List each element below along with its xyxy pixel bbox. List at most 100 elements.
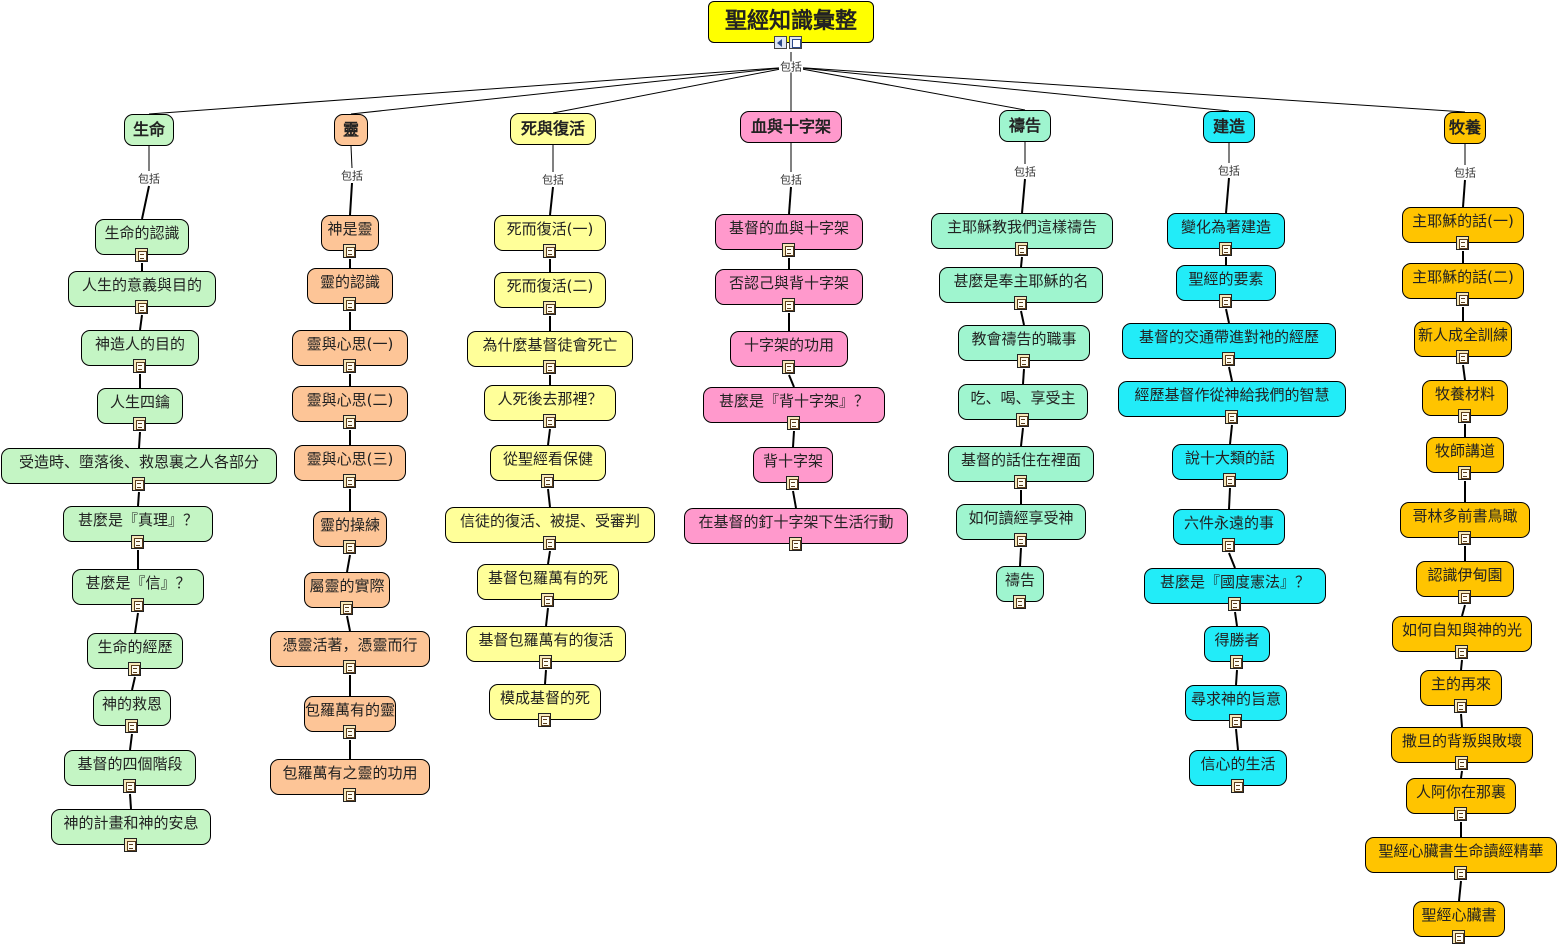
document-icon[interactable] — [782, 360, 795, 374]
category-node[interactable]: 禱告 — [999, 110, 1051, 142]
topic-node[interactable]: 甚麼是『真理』？ — [63, 506, 213, 549]
document-icon[interactable] — [1458, 409, 1471, 423]
topic-node[interactable]: 甚麼是『背十字架』？ — [703, 387, 885, 430]
topic-node[interactable]: 屬靈的實際 — [304, 572, 390, 615]
document-icon[interactable] — [543, 244, 556, 258]
topic-node[interactable]: 經歷基督作從神給我們的智慧 — [1118, 381, 1346, 424]
document-icon[interactable] — [1219, 294, 1232, 308]
document-icon[interactable] — [343, 540, 356, 554]
document-icon[interactable] — [1013, 595, 1026, 609]
topic-node[interactable]: 包羅萬有之靈的功用 — [270, 759, 430, 802]
document-icon[interactable] — [787, 416, 800, 430]
topic-node[interactable]: 主的再來 — [1420, 670, 1502, 713]
document-icon[interactable] — [543, 414, 556, 428]
document-icon[interactable] — [128, 662, 141, 676]
document-icon[interactable] — [131, 535, 144, 549]
topic-node[interactable]: 神的救恩 — [93, 690, 171, 733]
document-icon[interactable] — [1225, 410, 1238, 424]
topic-node[interactable]: 模成基督的死 — [489, 684, 601, 727]
document-icon[interactable] — [343, 244, 356, 258]
topic-node[interactable]: 尋求神的旨意 — [1185, 685, 1287, 728]
topic-node[interactable]: 否認己與背十字架 — [715, 269, 863, 312]
topic-node[interactable]: 背十字架 — [753, 447, 833, 490]
topic-node[interactable]: 牧師講道 — [1426, 437, 1504, 480]
document-icon[interactable] — [1222, 538, 1235, 552]
topic-node[interactable]: 包羅萬有的靈 — [304, 696, 396, 739]
document-icon[interactable] — [343, 474, 356, 488]
document-icon[interactable] — [543, 360, 556, 374]
category-node[interactable]: 靈 — [334, 114, 368, 146]
document-icon[interactable] — [124, 838, 137, 852]
topic-node[interactable]: 六件永遠的事 — [1173, 509, 1285, 552]
topic-node[interactable]: 十字架的功用 — [730, 331, 848, 374]
document-icon[interactable] — [541, 474, 554, 488]
document-icon[interactable] — [135, 300, 148, 314]
topic-node[interactable]: 基督包羅萬有的死 — [477, 564, 619, 607]
topic-node[interactable]: 人生的意義與目的 — [68, 271, 216, 314]
topic-node[interactable]: 為什麼基督徒會死亡 — [467, 331, 633, 374]
topic-node[interactable]: 信徒的復活、被提、受審判 — [445, 507, 655, 550]
document-icon[interactable] — [1452, 930, 1465, 944]
document-icon[interactable] — [1456, 350, 1469, 364]
document-icon[interactable] — [1231, 779, 1244, 793]
topic-node[interactable]: 聖經心臟書生命讀經精華 — [1365, 837, 1557, 880]
topic-node[interactable]: 生命的經歷 — [87, 633, 183, 676]
speaker-icon[interactable] — [774, 36, 787, 49]
topic-node[interactable]: 撒旦的背叛與敗壞 — [1391, 727, 1533, 770]
document-icon[interactable] — [1458, 590, 1471, 604]
category-node[interactable]: 牧養 — [1444, 112, 1486, 144]
document-icon[interactable] — [1458, 531, 1471, 545]
topic-node[interactable]: 靈與心思(二) — [292, 386, 408, 429]
topic-node[interactable]: 主耶穌的話(二) — [1402, 263, 1524, 306]
topic-node[interactable]: 靈的認識 — [307, 268, 393, 311]
document-icon[interactable] — [543, 301, 556, 315]
topic-node[interactable]: 死而復活(二) — [494, 272, 606, 315]
document-icon[interactable] — [1456, 292, 1469, 306]
document-icon[interactable] — [1014, 533, 1027, 547]
topic-node[interactable]: 靈與心思(三) — [294, 445, 406, 488]
topic-node[interactable]: 如何自知與神的光 — [1392, 616, 1532, 659]
document-icon[interactable] — [343, 725, 356, 739]
topic-node[interactable]: 生命的認識 — [95, 219, 189, 262]
document-icon[interactable] — [1455, 645, 1468, 659]
document-icon[interactable] — [1456, 236, 1469, 250]
category-node[interactable]: 死與復活 — [510, 113, 596, 145]
document-icon[interactable] — [133, 417, 146, 431]
topic-node[interactable]: 基督的血與十字架 — [715, 214, 863, 257]
topic-node[interactable]: 人生四鑰 — [97, 388, 183, 431]
document-icon[interactable] — [123, 779, 136, 793]
topic-node[interactable]: 在基督的釘十字架下生活行動 — [684, 508, 908, 551]
topic-node[interactable]: 甚麼是奉主耶穌的名 — [939, 267, 1103, 310]
topic-node[interactable]: 甚麼是『國度憲法』？ — [1144, 568, 1326, 611]
document-icon[interactable] — [539, 655, 552, 669]
document-icon[interactable] — [132, 477, 145, 491]
document-icon[interactable] — [340, 601, 353, 615]
document-icon[interactable] — [1014, 296, 1027, 310]
document-icon[interactable] — [1222, 352, 1235, 366]
topic-node[interactable]: 認識伊甸園 — [1416, 561, 1514, 604]
document-icon[interactable] — [343, 359, 356, 373]
topic-node[interactable]: 神的計畫和神的安息 — [51, 809, 211, 852]
topic-node[interactable]: 聖經的要素 — [1176, 265, 1276, 308]
document-icon[interactable] — [1016, 413, 1029, 427]
topic-node[interactable]: 靈與心思(一) — [292, 330, 408, 373]
document-icon[interactable] — [1230, 655, 1243, 669]
topic-node[interactable]: 如何讀經享受神 — [956, 504, 1086, 547]
topic-node[interactable]: 變化為著建造 — [1167, 213, 1285, 256]
document-icon[interactable] — [1219, 242, 1232, 256]
document-icon[interactable] — [782, 298, 795, 312]
topic-node[interactable]: 得勝者 — [1204, 626, 1270, 669]
topic-node[interactable]: 信心的生活 — [1189, 750, 1287, 793]
document-icon[interactable] — [343, 415, 356, 429]
document-icon[interactable] — [1017, 354, 1030, 368]
topic-node[interactable]: 靈的操練 — [313, 511, 387, 554]
document-icon[interactable] — [538, 713, 551, 727]
topic-node[interactable]: 牧養材料 — [1422, 380, 1508, 423]
document-icon[interactable] — [133, 359, 146, 373]
document-icon[interactable] — [786, 476, 799, 490]
topic-node[interactable]: 人阿你在那裏 — [1406, 778, 1516, 821]
topic-node[interactable]: 甚麼是『信』？ — [72, 569, 204, 612]
document-icon[interactable] — [782, 243, 795, 257]
document-icon[interactable] — [135, 248, 148, 262]
topic-node[interactable]: 基督的交通帶進對祂的經歷 — [1122, 323, 1336, 366]
